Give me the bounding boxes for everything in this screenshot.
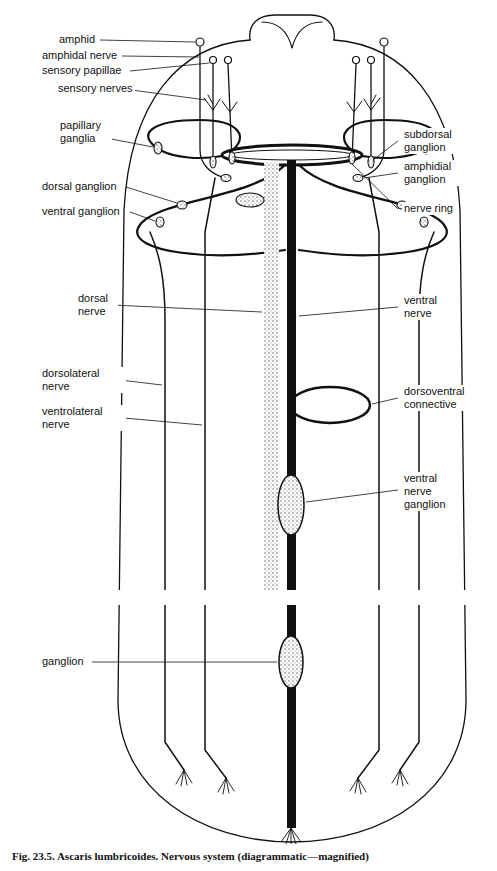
part-label: papillary ganglia	[58, 119, 112, 145]
part-label: ventral ganglion	[40, 205, 122, 218]
part-label: ventral nerve ganglion	[402, 472, 461, 511]
part-label: nerve ring	[402, 202, 455, 215]
part-label: dorsolateral nerve	[40, 367, 126, 393]
part-label: sensory nerves	[56, 82, 135, 95]
part-label: sensory papillae	[40, 64, 124, 77]
part-label: dorsoventral connective	[402, 385, 486, 411]
part-label: ganglion	[40, 655, 86, 668]
part-label: dorsal ganglion	[40, 180, 119, 193]
figure-caption: Fig. 23.5. Ascaris lumbricoides. Nervous…	[12, 850, 369, 862]
part-label: dorsal nerve	[76, 292, 118, 318]
part-label: amphid	[57, 33, 97, 46]
part-label: amphidial ganglion	[402, 160, 474, 186]
part-label: subdorsal ganglion	[402, 128, 468, 154]
part-label: ventral nerve	[402, 294, 458, 320]
part-label: amphidal nerve	[40, 49, 119, 62]
part-label: ventrolateral nerve	[40, 405, 126, 431]
